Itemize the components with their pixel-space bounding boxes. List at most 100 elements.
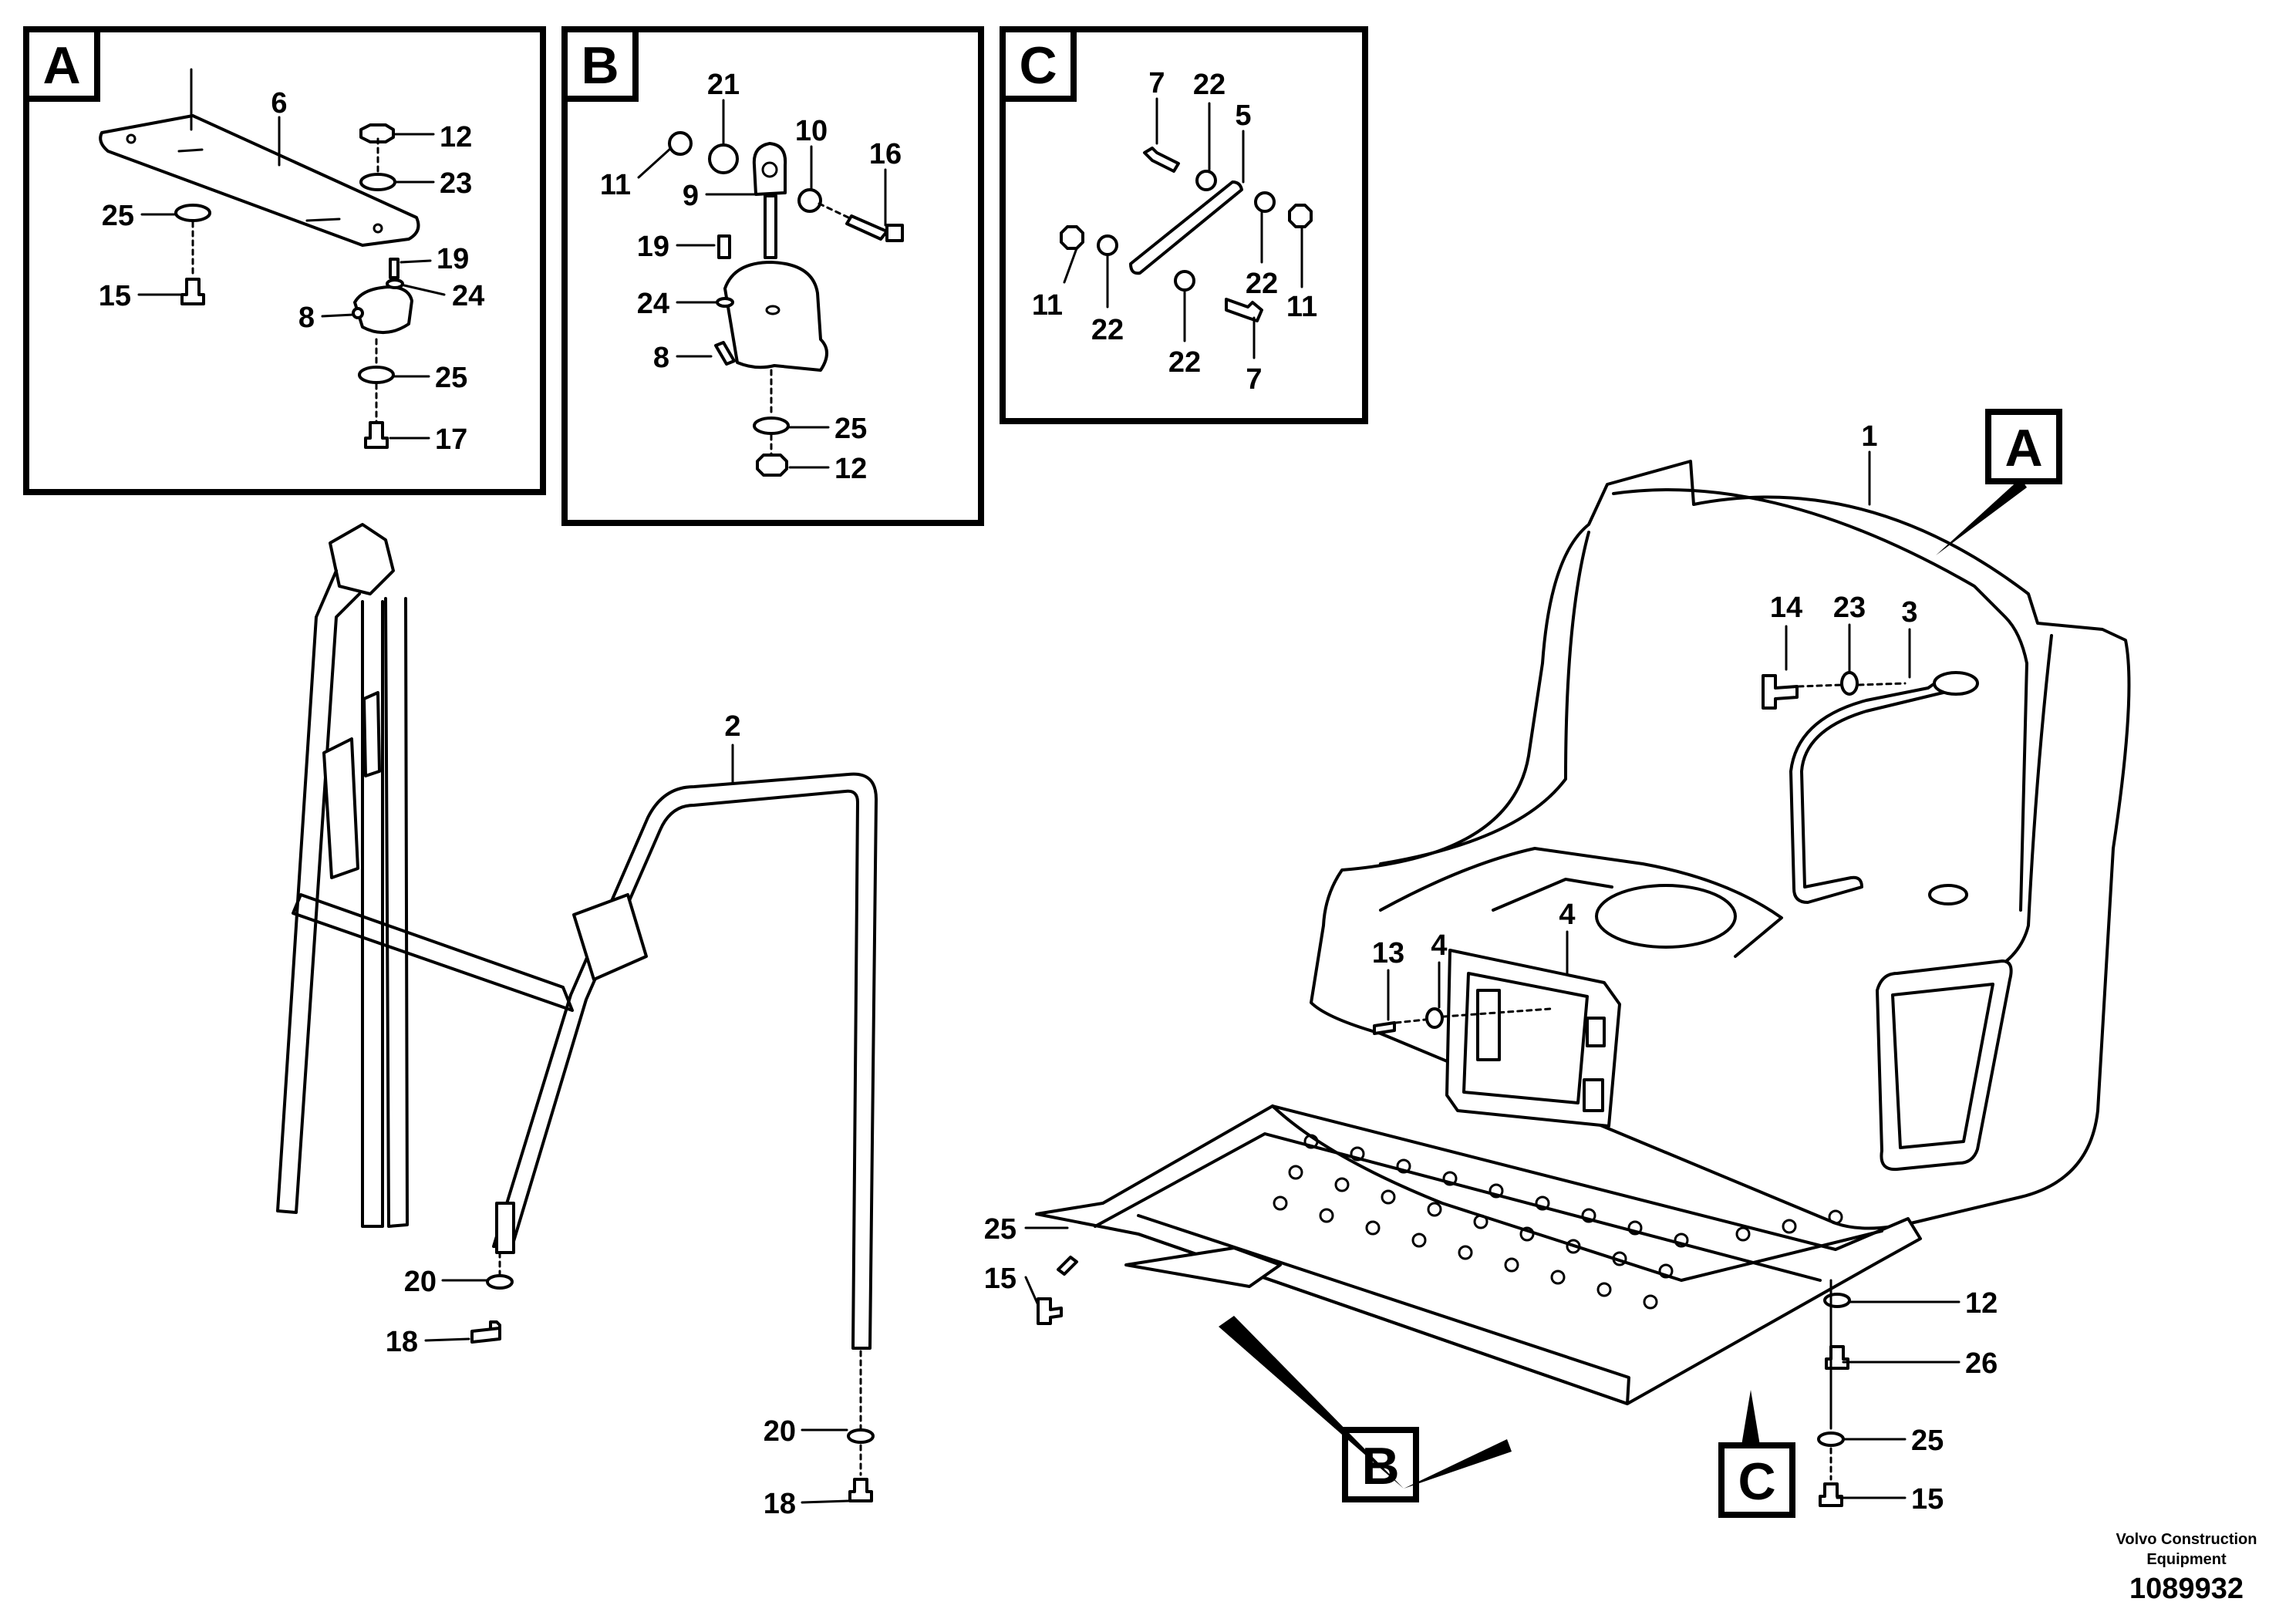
figure-footer: Volvo Construction Equipment 1089932 [2116,1531,2257,1605]
label-main-4-panel: 4 [1559,899,1575,931]
label-a-25-top: 25 [102,200,134,232]
screw-19-b [717,234,731,259]
arrow-to-a [1936,478,2027,555]
rail-latch [362,691,381,777]
detail-b-tag: B [581,36,619,95]
label-a-23: 23 [440,167,472,200]
label-main-13: 13 [1372,937,1404,969]
label-c-11-right: 11 [1286,291,1317,323]
label-main-25-right: 25 [1911,1425,1944,1457]
detail-c-panel: C 7 22 5 11 22 22 22 11 7 [1000,26,1368,424]
nut-12-b [756,454,788,477]
label-main-1: 1 [1861,420,1877,453]
label-b-25: 25 [834,413,867,445]
label-a-24: 24 [452,280,484,312]
bolt-26 [1825,1345,1849,1370]
washer-23-main [1840,671,1859,696]
label-b-11: 11 [600,169,631,201]
washer-21-b [708,143,739,174]
callout-c-main: C [1738,1452,1775,1511]
rail-top-bracket [329,523,395,595]
label-main-14: 14 [1770,592,1802,624]
screw-13 [1373,1021,1396,1035]
nut-11-c-left [1060,225,1084,250]
screw-19-a [389,258,400,279]
detail-c-tag: C [1019,36,1057,95]
bolt-17-a [364,421,389,449]
label-main-26: 26 [1965,1347,1998,1380]
label-c-22-left: 22 [1091,314,1124,346]
figure-number: 1089932 [2129,1573,2244,1605]
label-a-15: 15 [99,280,131,312]
panel-switch-2 [1583,1078,1604,1112]
handrail-lower-tube [495,1202,515,1254]
handrail-grip-plate [572,893,648,981]
label-c-22-bottom: 22 [1168,346,1201,379]
washer-25-a2 [358,366,395,384]
label-main-18-right: 18 [764,1488,796,1520]
label-c-11-left: 11 [1032,289,1063,322]
washer-25-b [753,416,790,435]
callout-a-main: A [2004,419,2042,477]
nut-11-c-right [1288,204,1313,228]
label-a-25-bottom: 25 [435,362,467,394]
pin-8-b [714,341,736,366]
washer-12-lower-right [1823,1293,1851,1308]
bolt-18-right [848,1478,873,1502]
operator-cab: A B C 1 14 23 3 13 4 4 25 15 12 26 25 15 [984,409,2131,1518]
company-name-line1: Volvo Construction [2116,1531,2257,1548]
company-name-line2: Equipment [2146,1551,2227,1568]
washer-23-a [359,173,396,191]
washer-22-c1 [1195,170,1217,191]
arrow-to-c [1741,1390,1760,1445]
bolt-16-b [845,214,888,241]
label-b-16: 16 [869,138,902,170]
label-b-21: 21 [707,69,740,101]
bushing-10-b [797,188,822,213]
nut-12-a [359,123,395,143]
label-main-25-left: 25 [984,1213,1017,1246]
washer-20-right [847,1428,875,1444]
label-b-19: 19 [637,231,669,263]
label-main-20-left: 20 [404,1266,437,1298]
mounting-plate [99,114,420,247]
bolt-16-head [885,224,904,242]
label-main-12: 12 [1965,1287,1998,1320]
label-b-8: 8 [653,342,669,374]
detail-a-tag: A [42,36,80,95]
handle-mount-hole-lower [1928,884,1968,905]
label-b-24: 24 [637,288,669,320]
label-c-5: 5 [1235,99,1251,132]
handrail-2 [492,772,878,1350]
label-a-17: 17 [435,423,467,456]
washer-24-a [386,278,404,289]
washer-22-c3 [1097,234,1118,256]
washer-25-lower-right [1817,1431,1845,1447]
label-main-23: 23 [1833,592,1866,624]
washer-4 [1425,1007,1444,1029]
label-a-6: 6 [271,87,287,120]
bolt-15-lower-left [1037,1297,1063,1325]
bolt-14 [1762,674,1799,710]
floor-opening [1595,884,1737,949]
washer-24-b [716,297,734,308]
label-b-10: 10 [795,115,828,147]
label-c-7-bottom: 7 [1246,363,1262,396]
label-main-18-left: 18 [386,1326,418,1358]
washer-25-lower-left [1057,1256,1078,1276]
label-b-12: 12 [834,453,867,485]
label-main-15-right: 15 [1911,1483,1944,1516]
rail-side-plate [322,737,359,879]
floor-mat-pattern [1273,1134,1843,1310]
bracket-9-b [752,142,787,196]
handle-mount-hole-upper [1933,671,1979,696]
detail-b-panel: B 21 10 16 11 9 19 [561,26,984,526]
handrail-assembly: 2 20 18 20 18 [276,523,878,1520]
panel-switch-1 [1586,1017,1606,1047]
label-a-19: 19 [437,243,469,275]
washer-22-c2 [1254,191,1276,213]
callout-b-main: B [1361,1437,1399,1496]
label-main-15-left: 15 [984,1263,1017,1295]
label-c-7-top: 7 [1148,67,1165,99]
